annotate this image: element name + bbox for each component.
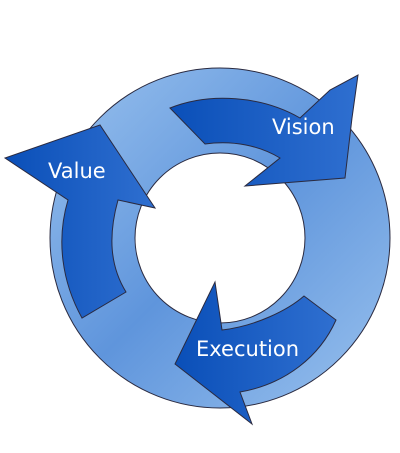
step-label-execution: Execution [196, 337, 299, 361]
step-label-vision: Vision [272, 115, 335, 139]
step-label-value: Value [48, 159, 106, 183]
arrow-vision [169, 74, 359, 187]
arrow-execution [174, 280, 337, 426]
arrow-value [3, 124, 157, 319]
